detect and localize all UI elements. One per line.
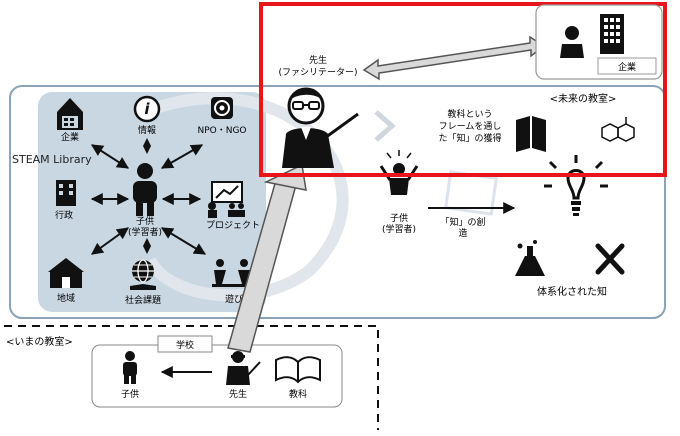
- school-label: 学校: [176, 339, 194, 351]
- systematized-knowledge-label: 体系化された知: [537, 285, 607, 298]
- light-bulb-icon: [544, 155, 608, 216]
- facilitator-highlight-box: [259, 2, 667, 177]
- faint-chevron: [374, 110, 396, 142]
- svg-text:i: i: [144, 100, 150, 118]
- center-child-label: 子供: [136, 215, 154, 227]
- swirl-decoration: [144, 92, 349, 302]
- node-company-label: 企業: [61, 131, 79, 143]
- current-classroom-title: <いまの教室>: [6, 335, 73, 348]
- node-info-label: 情報: [138, 124, 156, 136]
- globe-icon: [130, 259, 156, 290]
- future-classroom-title: <未来の教室>: [550, 92, 617, 105]
- business-person-icon: [560, 26, 584, 58]
- info-icon: i: [133, 95, 161, 123]
- node-project-label: プロジェクト: [206, 220, 260, 231]
- node-social-issues-label: 社会課題: [125, 294, 161, 306]
- future-child-sublabel: (学習者): [382, 223, 416, 235]
- facilitator-sublabel: (ファシリテーター): [278, 67, 357, 78]
- company-building-icon: [57, 98, 83, 130]
- npo-ngo-icon: [211, 97, 233, 119]
- steam-diamond-connectors: [143, 138, 151, 254]
- node-region-label: 地域: [57, 292, 75, 304]
- facilitator-teacher-icon: [282, 87, 359, 168]
- books-icon: [516, 116, 546, 152]
- knowledge-creation-label: 「知」の創: [440, 216, 485, 228]
- child-learner-icon: [133, 163, 157, 216]
- center-child-sublabel: (学習者): [128, 226, 162, 238]
- node-administration-label: 行政: [55, 209, 73, 221]
- tools-icon: [595, 243, 625, 275]
- facilitator-label: 先生: [309, 54, 327, 66]
- node-play-label: 遊び: [225, 293, 243, 305]
- company-label: 企業: [618, 61, 636, 73]
- node-npo-label: NPO・NGO: [197, 126, 246, 136]
- steam-library-label: STEAM Library: [12, 153, 92, 166]
- subject-frame-line-3: た「知」の獲得: [438, 132, 501, 144]
- current-teacher-label: 先生: [229, 388, 247, 400]
- open-book-icon: [275, 356, 321, 384]
- office-building-icon: [600, 14, 624, 54]
- company-tab: [597, 57, 657, 75]
- subject-frame-line-2: フレームを通し: [439, 121, 502, 132]
- flask-icon: [515, 240, 545, 276]
- subject-frame-line-1: 教科という: [447, 108, 492, 120]
- knowledge-creation-label-2: 造: [458, 227, 467, 239]
- current-child-icon: [123, 351, 137, 384]
- current-teacher-icon: [226, 351, 261, 385]
- teacher-company-arrow: [362, 35, 546, 81]
- school-tab: [157, 335, 213, 353]
- current-child-label: 子供: [121, 388, 139, 400]
- region-house-icon: [48, 258, 84, 288]
- project-presentation-icon: [208, 181, 245, 218]
- government-building-icon: [56, 180, 76, 206]
- school-box: [91, 344, 343, 408]
- current-subject-label: 教科: [289, 388, 307, 400]
- future-child-label: 子供: [390, 212, 408, 224]
- steam-arrows: [90, 144, 207, 255]
- molecule-icon: [601, 117, 635, 142]
